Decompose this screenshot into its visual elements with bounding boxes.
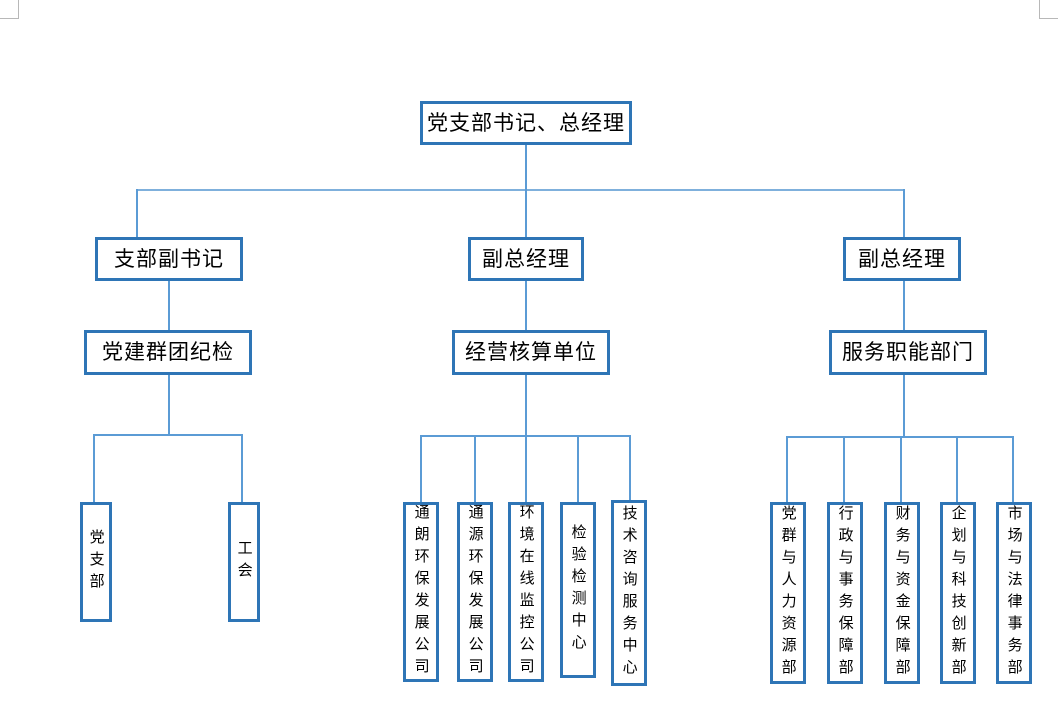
leaf-tongyuan-env-company-label: 通源环保发展公司 [466, 504, 485, 680]
leaf-env-online-monitoring-company-label: 环境在线监控公司 [517, 504, 536, 680]
connector-stem-service-l2-l3 [903, 281, 905, 330]
connector-drop-level2-right [903, 189, 905, 237]
connector-level2-bus [136, 189, 904, 191]
connector-drop-business-2 [474, 435, 476, 502]
connector-bracket-service [786, 436, 1013, 438]
connector-drop-service-2 [843, 436, 845, 502]
connector-drop-level2-middle [525, 189, 527, 237]
connector-drop-level2-left [136, 189, 138, 237]
leaf-inspection-testing-center[interactable]: 检验检测中心 [560, 502, 596, 678]
node-party-mass-discipline[interactable]: 党建群团纪检 [84, 330, 252, 375]
page-margin-mark-top-left [0, 0, 19, 19]
connector-stem-business-l3-bracket [525, 375, 527, 436]
node-root[interactable]: 党支部书记、总经理 [420, 101, 632, 145]
leaf-party-hr-dept-label: 党群与人力资源部 [779, 505, 798, 681]
leaf-labor-union[interactable]: 工会 [228, 502, 260, 622]
leaf-party-branch[interactable]: 党支部 [80, 502, 112, 622]
leaf-market-legal-affairs-dept[interactable]: 市场与法律事务部 [996, 502, 1032, 684]
leaf-tonglang-env-company[interactable]: 通朗环保发展公司 [403, 502, 439, 682]
connector-stem-service-l3-bracket [903, 375, 905, 437]
connector-drop-service-4 [956, 436, 958, 502]
leaf-tongyuan-env-company[interactable]: 通源环保发展公司 [457, 502, 493, 682]
page-margin-mark-top-right [1039, 0, 1058, 19]
leaf-admin-affairs-dept[interactable]: 行政与事务保障部 [827, 502, 863, 684]
leaf-party-hr-dept[interactable]: 党群与人力资源部 [770, 502, 806, 684]
leaf-env-online-monitoring-company[interactable]: 环境在线监控公司 [508, 502, 544, 682]
leaf-party-branch-label: 党支部 [87, 529, 106, 595]
connector-drop-union [241, 434, 243, 502]
connector-bracket-party [93, 434, 243, 436]
node-deputy-gm-business[interactable]: 副总经理 [468, 237, 584, 281]
leaf-inspection-testing-center-label: 检验检测中心 [569, 524, 588, 656]
connector-drop-business-5 [629, 435, 631, 500]
connector-stem-business-l2-l3 [525, 281, 527, 330]
leaf-planning-tech-innovation-dept-label: 企划与科技创新部 [949, 505, 968, 681]
connector-drop-party-branch [93, 434, 95, 502]
connector-stem-party-l3-bracket [168, 375, 170, 435]
connector-drop-business-3 [525, 435, 527, 502]
node-business-accounting-unit[interactable]: 经营核算单位 [452, 330, 610, 375]
leaf-labor-union-label: 工会 [235, 540, 254, 584]
connector-drop-service-5 [1012, 436, 1014, 502]
connector-drop-service-1 [786, 436, 788, 502]
leaf-market-legal-affairs-dept-label: 市场与法律事务部 [1005, 505, 1024, 681]
node-service-function-dept[interactable]: 服务职能部门 [829, 330, 987, 375]
leaf-finance-fund-dept-label: 财务与资金保障部 [893, 505, 912, 681]
leaf-planning-tech-innovation-dept[interactable]: 企划与科技创新部 [940, 502, 976, 684]
connector-drop-service-3 [900, 436, 902, 502]
connector-drop-business-1 [420, 435, 422, 502]
leaf-finance-fund-dept[interactable]: 财务与资金保障部 [884, 502, 920, 684]
leaf-admin-affairs-dept-label: 行政与事务保障部 [836, 505, 855, 681]
node-deputy-gm-service[interactable]: 副总经理 [843, 237, 961, 281]
connector-stem-party-l2-l3 [168, 281, 170, 330]
leaf-tech-consulting-service-center-label: 技术咨询服务中心 [620, 505, 639, 681]
connector-root-stem [525, 145, 527, 190]
leaf-tech-consulting-service-center[interactable]: 技术咨询服务中心 [611, 500, 647, 686]
node-deputy-party-secretary[interactable]: 支部副书记 [95, 237, 243, 281]
leaf-tonglang-env-company-label: 通朗环保发展公司 [412, 504, 431, 680]
connector-drop-business-4 [577, 435, 579, 502]
